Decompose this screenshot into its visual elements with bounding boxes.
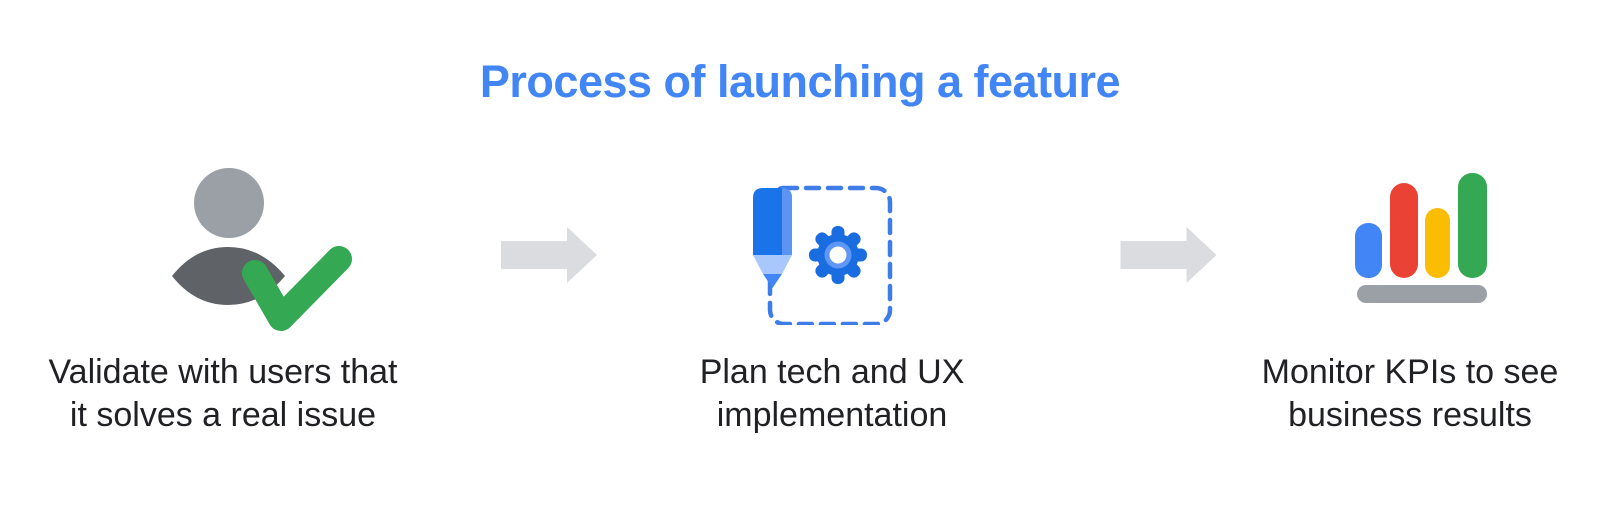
pencil-wood [753,255,792,274]
step-caption-plan: Plan tech and UX implementation [632,351,1032,437]
chart-base [1357,285,1487,303]
arrow-shaft [501,241,569,269]
pencil-stripe [782,188,792,255]
right-arrow-icon [501,227,597,283]
step-caption-validate: Validate with users that it solves a rea… [23,351,423,437]
bar-green [1458,173,1487,278]
pencil-tip [763,274,782,288]
bar-red [1390,183,1418,278]
pencil-gear-icon [753,185,893,325]
arrow-head [567,227,597,283]
caption-line: Monitor KPIs to see [1261,353,1559,391]
caption-line: Validate with users that [48,353,398,391]
step-caption-monitor: Monitor KPIs to see business results [1210,351,1600,437]
gear-icon [809,226,867,284]
right-arrow-icon [1120,227,1217,283]
bar-blue [1355,223,1382,278]
dashed-box [767,185,893,325]
arrow-shaft [1120,241,1189,269]
person-head [194,168,264,238]
user-check-icon [172,168,352,331]
check-icon [242,246,352,331]
gear-hole [829,246,847,264]
caption-line: it solves a real issue [69,396,377,434]
bar-yellow [1425,208,1450,278]
caption-line: business results [1288,396,1532,434]
caption-line: Plan tech and UX [699,353,965,391]
bar-chart-icon [1355,173,1487,303]
arrow-head [1186,227,1217,283]
diagram-title: Process of launching a feature [479,56,1121,107]
caption-line: implementation [716,396,948,434]
